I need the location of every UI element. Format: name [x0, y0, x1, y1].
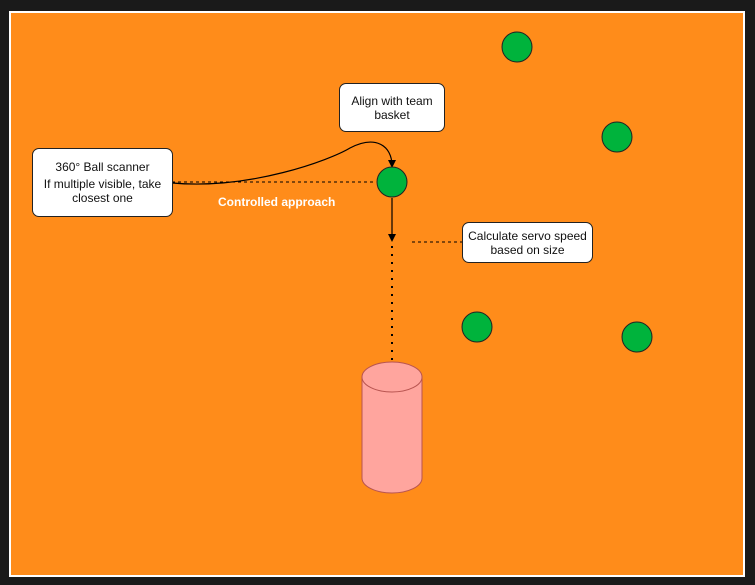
scanner-to-ball-curve	[171, 141, 396, 185]
ball	[621, 321, 653, 353]
scanner-callout-line3: closest one	[72, 191, 133, 205]
servo-callout-line2: based on size	[490, 242, 565, 257]
ball	[601, 121, 633, 153]
scanner-callout-line2: If multiple visible, take	[43, 177, 162, 191]
ball	[461, 311, 493, 343]
servo-callout: Calculate servo speed based on size	[462, 222, 593, 263]
align-callout-line2: basket	[374, 107, 410, 122]
ball	[501, 31, 533, 63]
servo-callout-line1: Calculate servo speed	[468, 228, 587, 243]
align-callout-line1: Align with team	[351, 93, 433, 108]
scanner-callout: 360° Ball scanner If multiple visible, t…	[32, 148, 173, 217]
scanner-callout-title: 360° Ball scanner	[55, 160, 150, 174]
ball-target	[376, 166, 408, 198]
align-callout: Align with team basket	[339, 83, 445, 132]
team-basket	[361, 361, 423, 494]
approach-label: Controlled approach	[218, 195, 336, 209]
